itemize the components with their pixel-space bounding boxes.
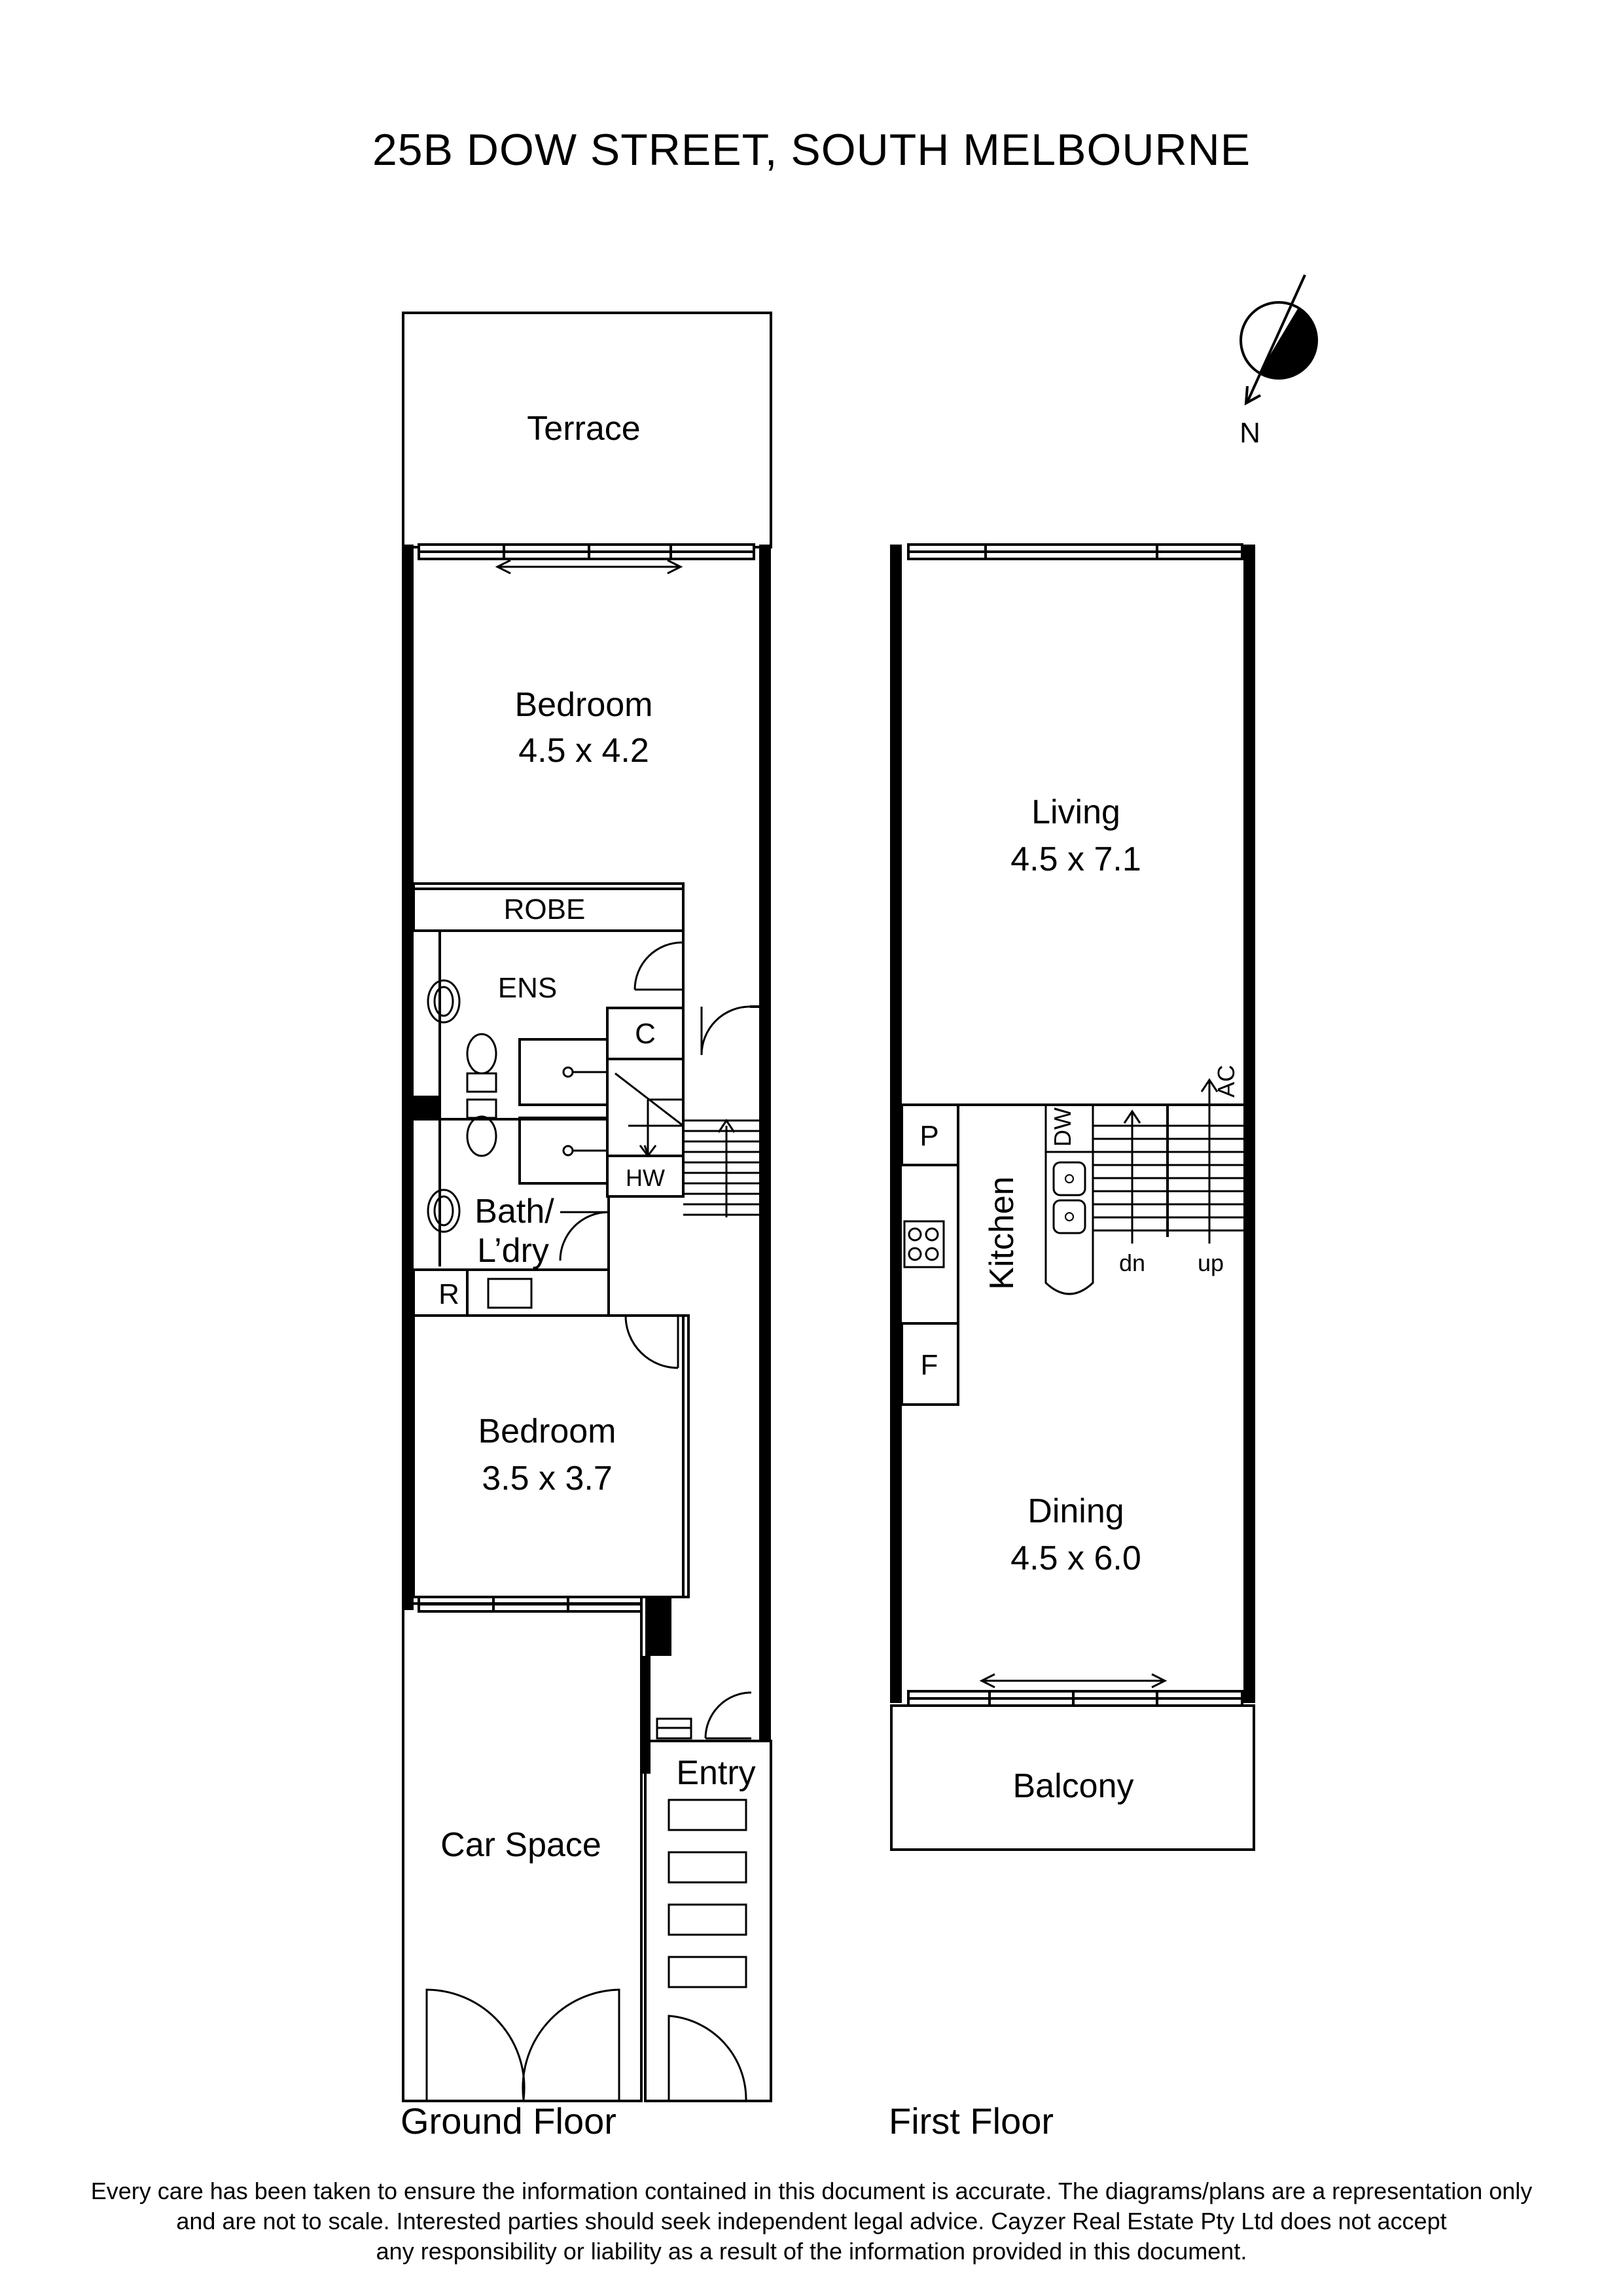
stairs-dn-label: dn — [1119, 1249, 1145, 1276]
first-left-wall — [890, 545, 902, 1703]
disclaimer: Every care has been taken to ensure the … — [39, 2176, 1584, 2267]
bath-label-line1: Bath/ — [474, 1193, 554, 1230]
pantry-label: P — [919, 1120, 938, 1152]
ground-floor-plan — [402, 312, 772, 2102]
ens-toilet — [466, 1033, 497, 1075]
stairs-up-label: up — [1198, 1249, 1224, 1276]
paver-4 — [668, 1956, 747, 1988]
car-space-label: Car Space — [440, 1826, 601, 1864]
bath-label-line2: L’dry — [477, 1232, 549, 1270]
terrace-label: Terrace — [527, 410, 640, 448]
bath-door-swing — [559, 1211, 609, 1261]
ens-basin — [427, 979, 461, 1024]
pantry-outline — [901, 1103, 959, 1166]
bedroom1-dims: 4.5 x 4.2 — [518, 732, 649, 770]
ens-door-swing — [633, 941, 683, 990]
north-compass-icon: N — [1240, 274, 1318, 449]
plan-title: 25B DOW STREET, SOUTH MELBOURNE — [372, 125, 1251, 175]
island-bench — [1044, 1103, 1094, 1295]
balcony-outline — [890, 1704, 1255, 1851]
fridge-label: F — [921, 1349, 938, 1381]
bedroom2-dims: 3.5 x 3.7 — [482, 1460, 612, 1498]
bath-toilet — [466, 1115, 497, 1157]
laundry-tub — [487, 1278, 533, 1309]
ac-label: AC — [1213, 1065, 1240, 1098]
first-floor-label: First Floor — [889, 2100, 1054, 2142]
hw-label: HW — [626, 1164, 665, 1191]
disclaimer-line-3: any responsibility or liability as a res… — [376, 2238, 1247, 2265]
bath-basin — [427, 1189, 461, 1233]
compass-north-label: N — [1240, 417, 1260, 449]
dining-label: Dining — [1027, 1492, 1124, 1530]
dishwasher-label: DW — [1049, 1107, 1076, 1147]
disclaimer-line-2: and are not to scale. Interested parties… — [176, 2208, 1447, 2234]
ground-left-wall — [402, 545, 414, 1610]
ground-floor-labels: Terrace Bedroom 4.5 x 4.2 ROBE ENS C HW … — [438, 410, 756, 1864]
paver-3 — [668, 1903, 747, 1936]
ground-right-wall — [759, 545, 771, 1742]
island-sink-2 — [1052, 1199, 1086, 1234]
living-dims: 4.5 x 7.1 — [1010, 840, 1141, 878]
first-floor-labels: Living 4.5 x 7.1 P Kitchen DW F dn up AC… — [919, 793, 1240, 1805]
bedroom2-door-swing — [624, 1315, 679, 1369]
bedroom1-label: Bedroom — [515, 686, 653, 724]
cooktop — [903, 1220, 945, 1268]
cupboard-label: C — [635, 1018, 656, 1050]
bedroom2-label: Bedroom — [478, 1412, 616, 1450]
paver-1 — [668, 1799, 747, 1831]
paver-2 — [668, 1851, 747, 1884]
disclaimer-line-1: Every care has been taken to ensure the … — [90, 2178, 1533, 2204]
first-floor-plan — [890, 543, 1255, 1851]
ground-stairs — [683, 1119, 759, 1217]
first-right-wall — [1243, 545, 1255, 1703]
robe-label: ROBE — [504, 893, 586, 925]
kitchen-label: Kitchen — [983, 1176, 1021, 1289]
ens-label: ENS — [498, 972, 557, 1004]
first-floor-stairs — [1093, 1078, 1243, 1244]
dining-dims: 4.5 x 6.0 — [1010, 1539, 1141, 1577]
car-space-outline — [402, 1602, 643, 2102]
entry-gate-swing — [668, 2015, 747, 2100]
garage-door-right — [522, 1988, 620, 2100]
garage-door-left — [425, 1988, 526, 2100]
entry-label: Entry — [676, 1754, 755, 1792]
balcony-label: Balcony — [1013, 1767, 1134, 1805]
living-label: Living — [1031, 793, 1120, 831]
r-label: R — [438, 1278, 459, 1310]
entry-outline — [644, 1740, 772, 2102]
ground-floor-label: Ground Floor — [401, 2100, 616, 2142]
island-sink-1 — [1052, 1161, 1086, 1196]
entry-door-swing — [704, 1691, 752, 1739]
